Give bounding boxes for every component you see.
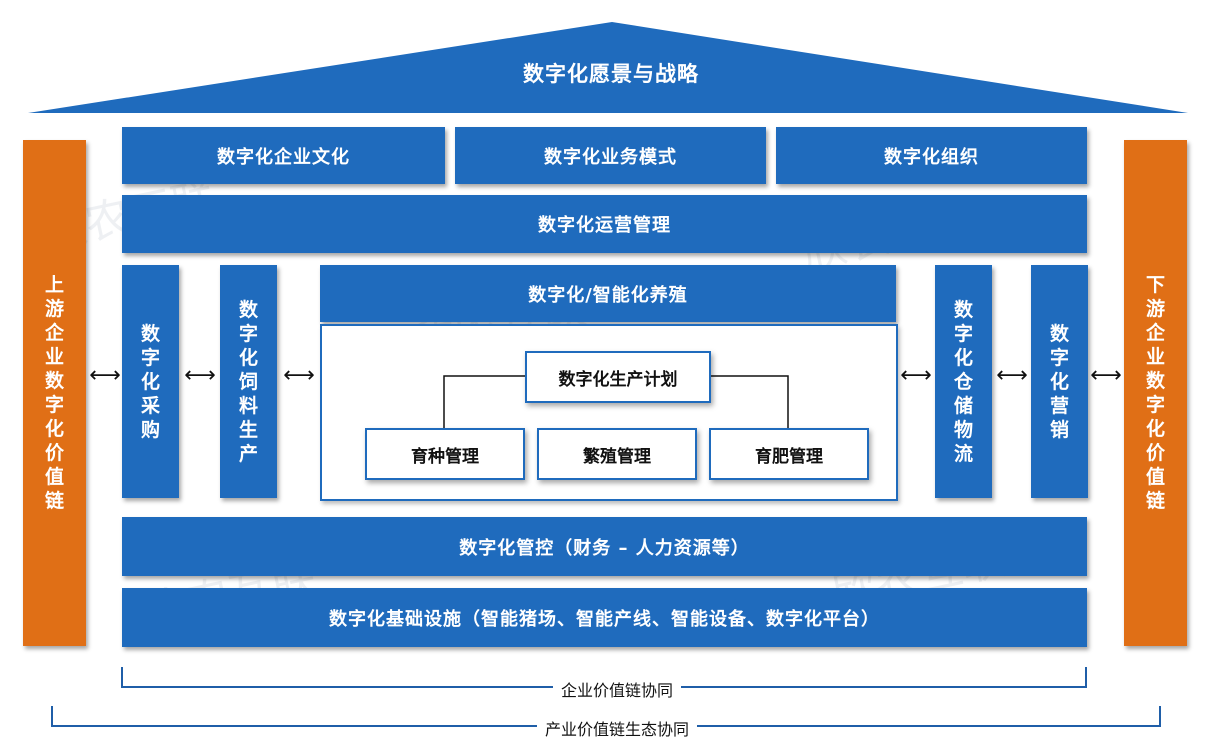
breeding-header: 数字化/智能化养殖 bbox=[320, 265, 896, 322]
procurement-column: 数字化采购 bbox=[122, 265, 179, 498]
infrastructure-bar: 数字化基础设施（智能猪场、智能产线、智能设备、数字化平台） bbox=[122, 588, 1087, 647]
operations-bar: 数字化运营管理 bbox=[122, 195, 1087, 253]
upstream-pillar: 上游企业数字化价值链 bbox=[23, 140, 86, 646]
culture-box: 数字化企业文化 bbox=[122, 127, 445, 184]
storage-column: 数字化仓储物流 bbox=[935, 265, 992, 498]
procurement-label: 数字化采购 bbox=[140, 322, 160, 441]
double-arrow-icon: ⟷ bbox=[1090, 363, 1122, 388]
fattening-mgmt-box: 育肥管理 bbox=[709, 428, 869, 480]
storage-label: 数字化仓储物流 bbox=[953, 298, 973, 465]
production-plan-box: 数字化生产计划 bbox=[525, 351, 711, 403]
feed-label: 数字化饲料生产 bbox=[238, 298, 258, 465]
business-model-box: 数字化业务模式 bbox=[455, 127, 766, 184]
organization-box: 数字化组织 bbox=[776, 127, 1087, 184]
double-arrow-icon: ⟷ bbox=[996, 363, 1028, 388]
double-arrow-icon: ⟷ bbox=[184, 363, 216, 388]
double-arrow-icon: ⟷ bbox=[283, 363, 315, 388]
roof-title: 数字化愿景与战略 bbox=[523, 62, 699, 86]
marketing-column: 数字化营销 bbox=[1031, 265, 1088, 498]
control-bar: 数字化管控（财务 – 人力资源等） bbox=[122, 517, 1087, 576]
downstream-pillar-label: 下游企业数字化价值链 bbox=[1145, 274, 1165, 512]
feed-column: 数字化饲料生产 bbox=[220, 265, 277, 498]
roof-shape bbox=[28, 22, 1188, 113]
double-arrow-icon: ⟷ bbox=[900, 363, 932, 388]
upstream-pillar-label: 上游企业数字化价值链 bbox=[44, 274, 64, 512]
downstream-pillar: 下游企业数字化价值链 bbox=[1124, 140, 1187, 646]
enterprise-chain-label: 企业价值链协同 bbox=[552, 677, 682, 701]
industry-chain-label: 产业价值链生态协同 bbox=[536, 716, 698, 740]
reproduction-mgmt-box: 繁殖管理 bbox=[537, 428, 697, 480]
double-arrow-icon: ⟷ bbox=[89, 363, 121, 388]
marketing-label: 数字化营销 bbox=[1049, 322, 1069, 441]
breeding-mgmt-box: 育种管理 bbox=[365, 428, 525, 480]
